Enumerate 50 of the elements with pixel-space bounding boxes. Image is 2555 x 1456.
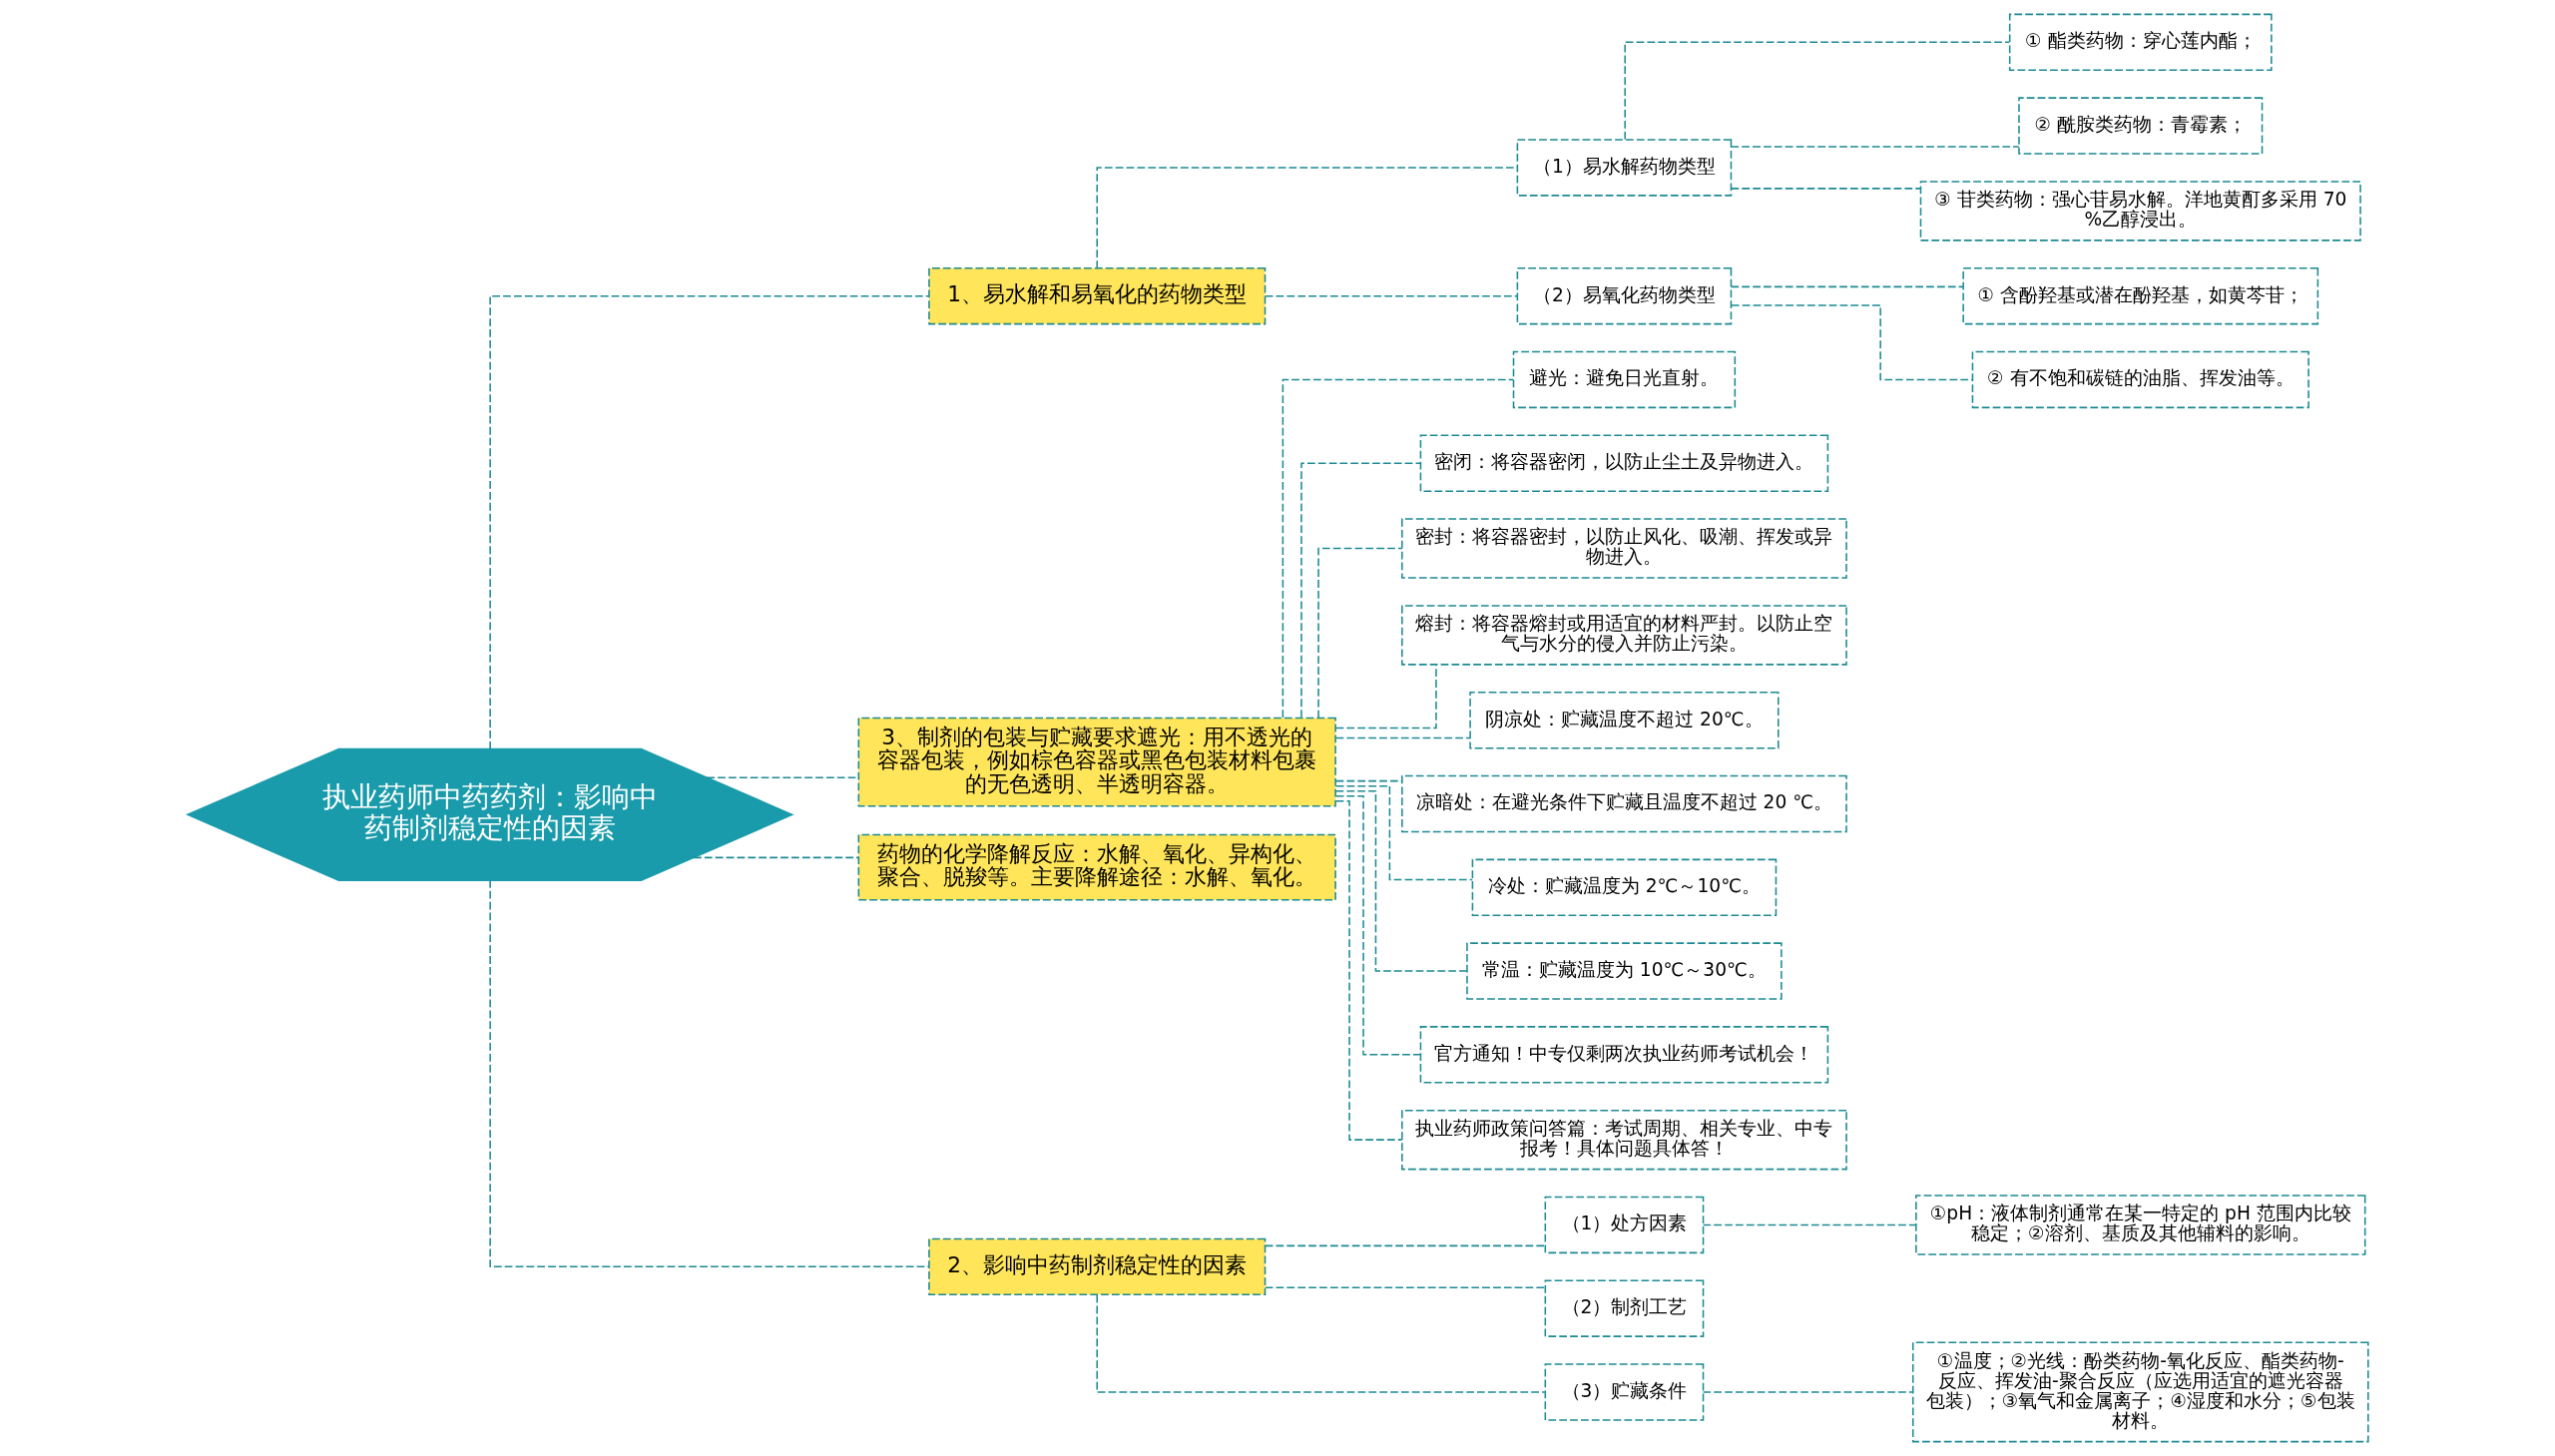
node-box: 1、易水解和易氧化的药物类型 [927,267,1266,325]
node-box: 2、影响中药制剂稳定性的因素 [927,1237,1266,1296]
connector [1264,294,1518,297]
node-box: （2）制剂工艺 [1544,1279,1704,1337]
connector [1264,1286,1546,1289]
node-box: （3）贮藏条件 [1544,1363,1704,1421]
node-box: ③ 苷类药物：强心苷易水解。洋地黄酊多采用 70%乙醇浸出。 [1919,181,2361,242]
connector [1730,188,1921,190]
node-box: （1）易水解药物类型 [1516,139,1732,197]
connector [1316,547,1403,720]
node-box: 凉暗处：在避光条件下贮藏且温度不超过 20 ℃。 [1400,774,1847,833]
node-box: 密封：将容器密封，以防止风化、吸潮、挥发或异物进入。 [1400,518,1847,579]
node-box: 药物的化学降解反应：水解、氧化、异构化、聚合、脱羧等。主要降解途径：水解、氧化。 [857,833,1336,901]
node-box: ② 酰胺类药物：青霉素； [2017,97,2263,155]
connector [1095,1294,1546,1393]
node-box: （1）处方因素 [1544,1196,1704,1254]
connector [692,856,859,859]
connector [488,294,929,750]
connector [1730,304,1973,381]
connector [1334,664,1437,729]
node-box: 3、制剂的包装与贮藏要求遮光：用不透光的容器包装，例如棕色容器或黑色包装材料包裹的无色透明、半透明容器。 [857,717,1336,807]
connector [1334,789,1467,972]
node-box: ①温度；②光线：酚类药物-氧化反应、酯类药物-反应、挥发油-聚合反应（应选用适宜的遮光容器包装）；③氧气和金属离子；④湿度和水分；⑤包装材料。 [1911,1341,2369,1443]
node-box: 执业药师政策问答篇：考试周期、相关专业、中专报考！具体问题具体答！ [1400,1109,1847,1171]
connector [1623,41,2010,141]
connector [1334,736,1471,739]
connector [1334,800,1402,1141]
node-box: 密闭：将容器密闭，以防止尘土及异物进入。 [1419,434,1828,492]
connector [1334,784,1473,881]
connector [1334,794,1421,1056]
connector [1730,285,1964,288]
node-box: 避光：避免日光直射。 [1512,350,1736,409]
connector [1702,1223,1916,1226]
connector [1299,462,1421,719]
connector [1334,779,1402,782]
connector [1264,1244,1546,1247]
node-box: 冷处：贮藏温度为 2℃～10℃。 [1471,858,1777,916]
node-box: 阴凉处：贮藏温度不超过 20℃。 [1468,692,1780,749]
node-box: 常温：贮藏温度为 10℃～30℃。 [1465,942,1783,1000]
connector [488,879,929,1268]
node-box: ①pH：液体制剂通常在某一特定的 pH 范围内比较稳定；②溶剂、基质及其他辅料的影响。 [1914,1195,2365,1255]
connector [1730,146,2019,148]
node-box: （2）易氧化药物类型 [1516,267,1732,325]
node-box: ① 含酚羟基或潜在酚羟基，如黄芩苷； [1961,267,2318,325]
node-box: ① 酯类药物：穿心莲内酯； [2008,13,2273,71]
node-box: 官方通知！中专仅剩两次执业药师考试机会！ [1419,1026,1828,1084]
connector [1702,1391,1913,1393]
node-box: 熔封：将容器熔封或用适宜的材料严封。以防止空气与水分的侵入并防止污染。 [1400,605,1847,666]
connector [1281,378,1514,719]
node-box: ② 有不饱和碳链的油脂、挥发油等。 [1971,350,2309,409]
